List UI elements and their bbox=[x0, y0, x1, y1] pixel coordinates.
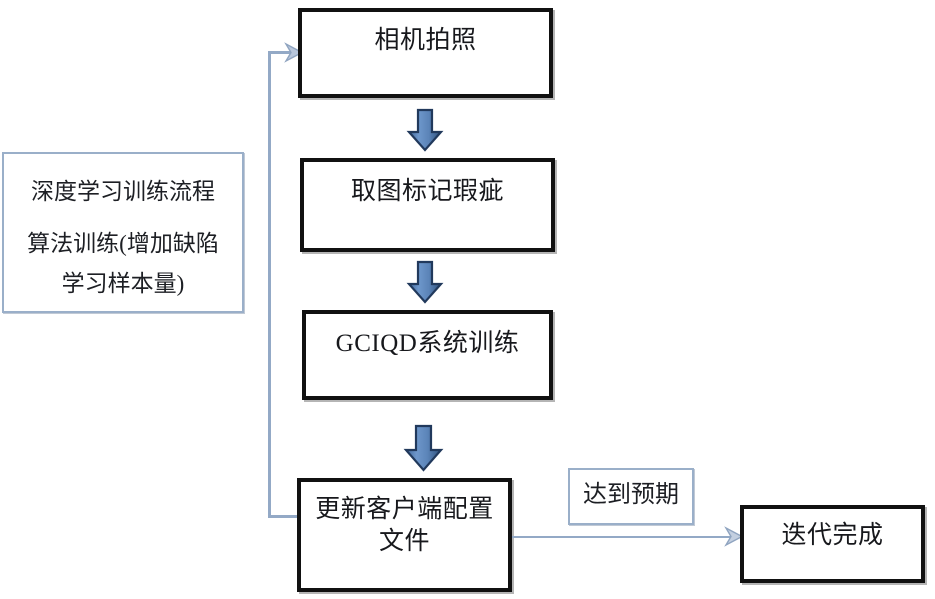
feedback-loop-segment-top bbox=[268, 51, 294, 54]
node-iteration-complete-label: 迭代完成 bbox=[781, 522, 884, 549]
node-mark-defects[interactable]: 取图标记瑕疵 bbox=[300, 158, 555, 252]
deep-learning-note-box: 深度学习训练流程 算法训练(增加缺陷 学习样本量) bbox=[2, 152, 244, 313]
node-mark-defects-label: 取图标记瑕疵 bbox=[350, 178, 504, 205]
arrow-down-icon bbox=[406, 260, 444, 304]
edge-label-meets-expectation: 达到预期 bbox=[568, 468, 694, 525]
edge-label-meets-expectation-text: 达到预期 bbox=[583, 482, 679, 508]
arrow-down-icon bbox=[406, 108, 444, 152]
node-gciqd-training-label: GCIQD系统训练 bbox=[335, 330, 520, 357]
node-update-client-config-label: 更新客户端配置 文件 bbox=[315, 496, 494, 555]
feedback-loop-segment-bottom bbox=[268, 515, 300, 518]
node-gciqd-training[interactable]: GCIQD系统训练 bbox=[302, 310, 553, 400]
note-line-2: 算法训练(增加缺陷 学习样本量) bbox=[27, 231, 219, 296]
node-update-client-config[interactable]: 更新客户端配置 文件 bbox=[297, 478, 512, 592]
arrow-down-icon bbox=[403, 424, 444, 472]
node-camera-capture[interactable]: 相机拍照 bbox=[298, 8, 553, 98]
node-iteration-complete[interactable]: 迭代完成 bbox=[740, 505, 925, 583]
arrow-right-icon bbox=[724, 526, 744, 547]
edge-to-iteration-complete bbox=[512, 536, 734, 538]
note-line-1: 深度学习训练流程 bbox=[31, 179, 215, 204]
feedback-loop-arrow-icon bbox=[284, 42, 304, 63]
node-camera-capture-label: 相机拍照 bbox=[374, 27, 477, 54]
feedback-loop-segment-vertical bbox=[268, 52, 271, 518]
